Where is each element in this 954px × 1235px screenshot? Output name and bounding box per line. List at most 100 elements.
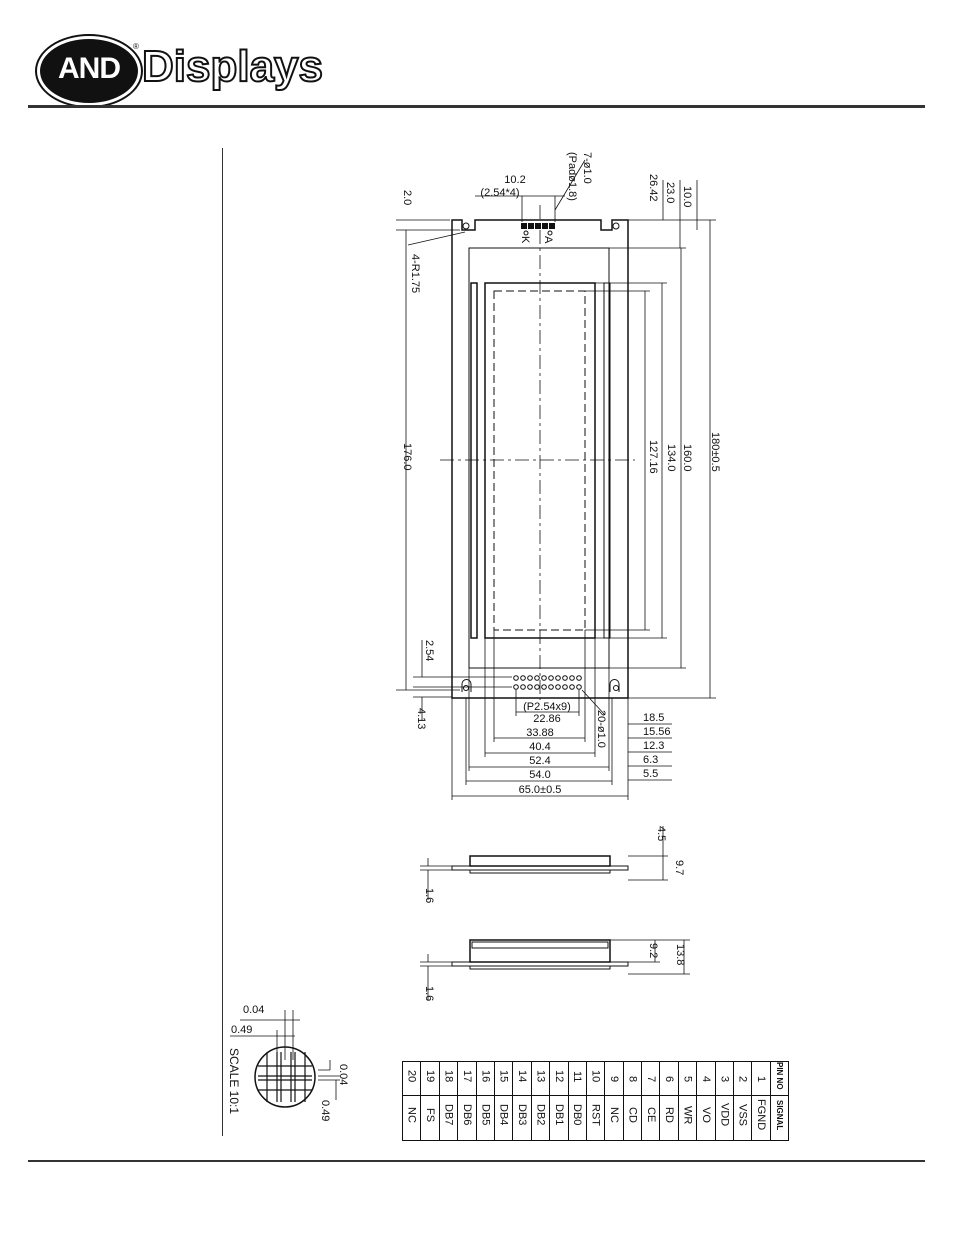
signal-cell: DB4 — [493, 1094, 514, 1141]
pin-no-cell: 13 — [530, 1061, 551, 1096]
dim-backlight-pitch: 10.2 — [504, 174, 525, 186]
dim-dot-size-top: 0.49 — [231, 1024, 252, 1036]
dim-26-42: 26.42 — [647, 174, 659, 202]
pin-no-cell: 9 — [604, 1061, 624, 1096]
dim-pin-pitch: 2.54 — [423, 640, 435, 661]
dim-pin-pitch-note: (P2.54x9) — [523, 701, 571, 713]
active-area — [493, 290, 586, 631]
signal-cell: VSS — [733, 1094, 753, 1141]
dim-23-0: 23.0 — [664, 182, 676, 203]
logo-wordmark: Displays — [141, 41, 324, 92]
dim-10-0: 10.0 — [681, 186, 693, 207]
signal-cell: FS — [420, 1094, 440, 1141]
pin-no-cell: 5 — [677, 1061, 698, 1096]
dim-33-88: 33.88 — [526, 727, 554, 739]
pin-no-header: PIN NO — [769, 1061, 790, 1096]
dim-side2-inner: 9.2 — [647, 943, 659, 958]
dim-bezel-height: 160.0 — [681, 444, 693, 472]
signal-cell: WR — [677, 1094, 698, 1141]
registered-mark: ® — [133, 42, 139, 51]
dim-view-height: 134.0 — [665, 444, 677, 472]
pin-no-cell: 11 — [567, 1061, 587, 1096]
dim-dot-gap-top: 0.04 — [243, 1004, 264, 1016]
dim-side1-height: 9.7 — [673, 860, 685, 875]
pin-number-row: 20 19 18 17 16 15 14 13 12 11 10 9 8 7 6… — [401, 1061, 790, 1096]
logo-oval — [37, 36, 141, 106]
dim-side1-top: 4.5 — [655, 826, 667, 841]
dim-40-4: 40.4 — [529, 741, 550, 753]
signal-cell: DB3 — [512, 1094, 532, 1141]
backlight-bar-left — [470, 282, 478, 639]
dim-pin-holes: 20-ø1.0 — [595, 710, 607, 748]
dim-dot-size-side: 0.49 — [319, 1100, 331, 1121]
signal-cell: DB6 — [457, 1094, 477, 1141]
pin-no-cell: 16 — [475, 1061, 495, 1096]
dot-detail-magnified — [230, 1010, 340, 1108]
signal-cell: RD — [659, 1094, 679, 1141]
signal-row: NC FS DB7 DB6 DB5 DB4 DB3 DB2 DB1 DB0 RS… — [401, 1094, 790, 1141]
signal-cell: DB0 — [567, 1094, 587, 1141]
dim-outline-width: 65.0±0.5 — [519, 784, 562, 796]
dim-top-offset: 2.0 — [401, 190, 413, 205]
pin-no-cell: 15 — [493, 1061, 514, 1096]
dim-backlight-pad: (Padø1.8) — [566, 152, 578, 201]
signal-cell: RST — [585, 1094, 606, 1141]
dim-6-3: 6.3 — [643, 754, 658, 766]
pin-no-cell: 14 — [512, 1061, 532, 1096]
pin-no-cell: 3 — [714, 1061, 735, 1096]
header-rule — [28, 105, 925, 108]
pin-no-cell: 1 — [751, 1061, 771, 1096]
pin-no-cell: 8 — [622, 1061, 643, 1096]
dim-backlight-pitch-note: (2.54*4) — [480, 187, 519, 199]
signal-cell: FGND — [751, 1094, 771, 1141]
dim-side1-pcb: 1.6 — [423, 888, 435, 903]
pin-no-cell: 12 — [549, 1061, 569, 1096]
label-a: A — [542, 236, 554, 244]
signal-cell: DB1 — [549, 1094, 569, 1141]
dim-18-5: 18.5 — [643, 712, 664, 724]
label-k: K — [519, 236, 531, 244]
backlight-pads — [521, 223, 555, 229]
dim-52-4: 52.4 — [529, 755, 550, 767]
dim-pin-span: 22.86 — [533, 713, 561, 725]
detail-scale-label: SCALE 10:1 — [227, 1048, 241, 1114]
dim-dot-gap-side: 0.04 — [337, 1064, 349, 1085]
pin-no-cell: 20 — [401, 1061, 422, 1096]
dim-hole-pitch-vertical: 176.0 — [401, 443, 413, 471]
signal-cell: VDD — [714, 1094, 735, 1141]
signal-cell: NC — [604, 1094, 624, 1141]
dim-pin-offset: 4.13 — [415, 708, 427, 729]
footer-rule — [28, 1160, 925, 1162]
pin-no-cell: 7 — [641, 1061, 661, 1096]
pin-no-cell: 4 — [696, 1061, 716, 1096]
side-view-2 — [420, 939, 690, 1000]
dim-active-height: 127.16 — [647, 440, 659, 474]
dim-side2-pcb: 1.6 — [423, 986, 435, 1001]
signal-cell: DB7 — [438, 1094, 459, 1141]
signal-cell: CD — [622, 1094, 643, 1141]
dim-backlight-holes: 7-ø1.0 — [581, 152, 593, 184]
pin-no-cell: 2 — [733, 1061, 753, 1096]
logo-and-text: AND — [58, 52, 121, 85]
dim-15-56: 15.56 — [643, 726, 671, 738]
dim-12-3: 12.3 — [643, 740, 664, 752]
signal-cell: DB5 — [475, 1094, 495, 1141]
pin-no-cell: 17 — [457, 1061, 477, 1096]
signal-header: SIGNAL — [769, 1094, 790, 1141]
signal-cell: NC — [401, 1094, 422, 1141]
pin-no-cell: 18 — [438, 1061, 459, 1096]
pin-no-cell: 6 — [659, 1061, 679, 1096]
dim-outline-height: 180±0.5 — [709, 432, 721, 472]
side-view-1 — [420, 826, 668, 900]
drawing-frame-line — [222, 148, 223, 1136]
dim-corner-radius: 4-R1.75 — [409, 254, 421, 293]
dim-5-5: 5.5 — [643, 768, 658, 780]
interface-pins — [513, 675, 582, 690]
pin-assignment-table: 20 19 18 17 16 15 14 13 12 11 10 9 8 7 6… — [401, 1061, 790, 1141]
signal-cell: CE — [641, 1094, 661, 1141]
signal-cell: DB2 — [530, 1094, 551, 1141]
pin-no-cell: 19 — [420, 1061, 440, 1096]
pin-no-cell: 10 — [585, 1061, 606, 1096]
signal-cell: VO — [696, 1094, 716, 1141]
